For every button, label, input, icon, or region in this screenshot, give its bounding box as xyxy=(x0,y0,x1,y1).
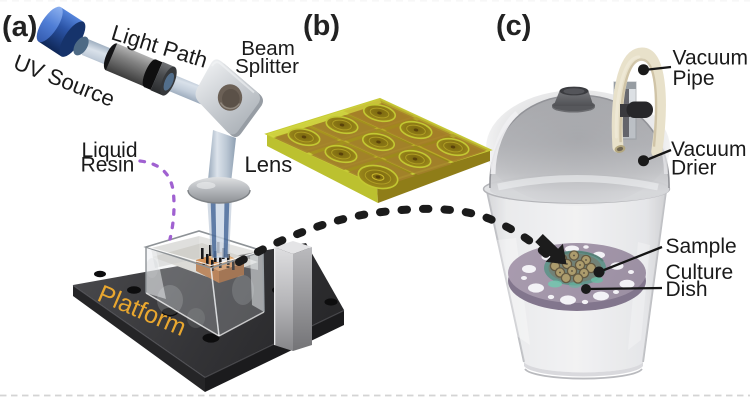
svg-text:Liquid: Liquid xyxy=(81,139,137,162)
svg-text:(c): (c) xyxy=(496,10,531,42)
svg-text:Vacuum: Vacuum xyxy=(671,138,746,161)
svg-text:Resin: Resin xyxy=(81,154,135,177)
svg-text:Splitter: Splitter xyxy=(235,55,299,78)
svg-text:Sample: Sample xyxy=(666,235,737,258)
svg-text:Dish: Dish xyxy=(666,278,708,301)
svg-text:Vacuum: Vacuum xyxy=(673,47,748,70)
svg-text:Culture: Culture xyxy=(666,261,734,284)
svg-text:Drier: Drier xyxy=(671,157,717,180)
svg-text:Beam: Beam xyxy=(241,37,295,60)
svg-text:Lens: Lens xyxy=(245,152,293,177)
svg-text:Pipe: Pipe xyxy=(673,67,715,90)
svg-text:(b): (b) xyxy=(303,10,340,42)
svg-text:(a): (a) xyxy=(2,11,37,43)
